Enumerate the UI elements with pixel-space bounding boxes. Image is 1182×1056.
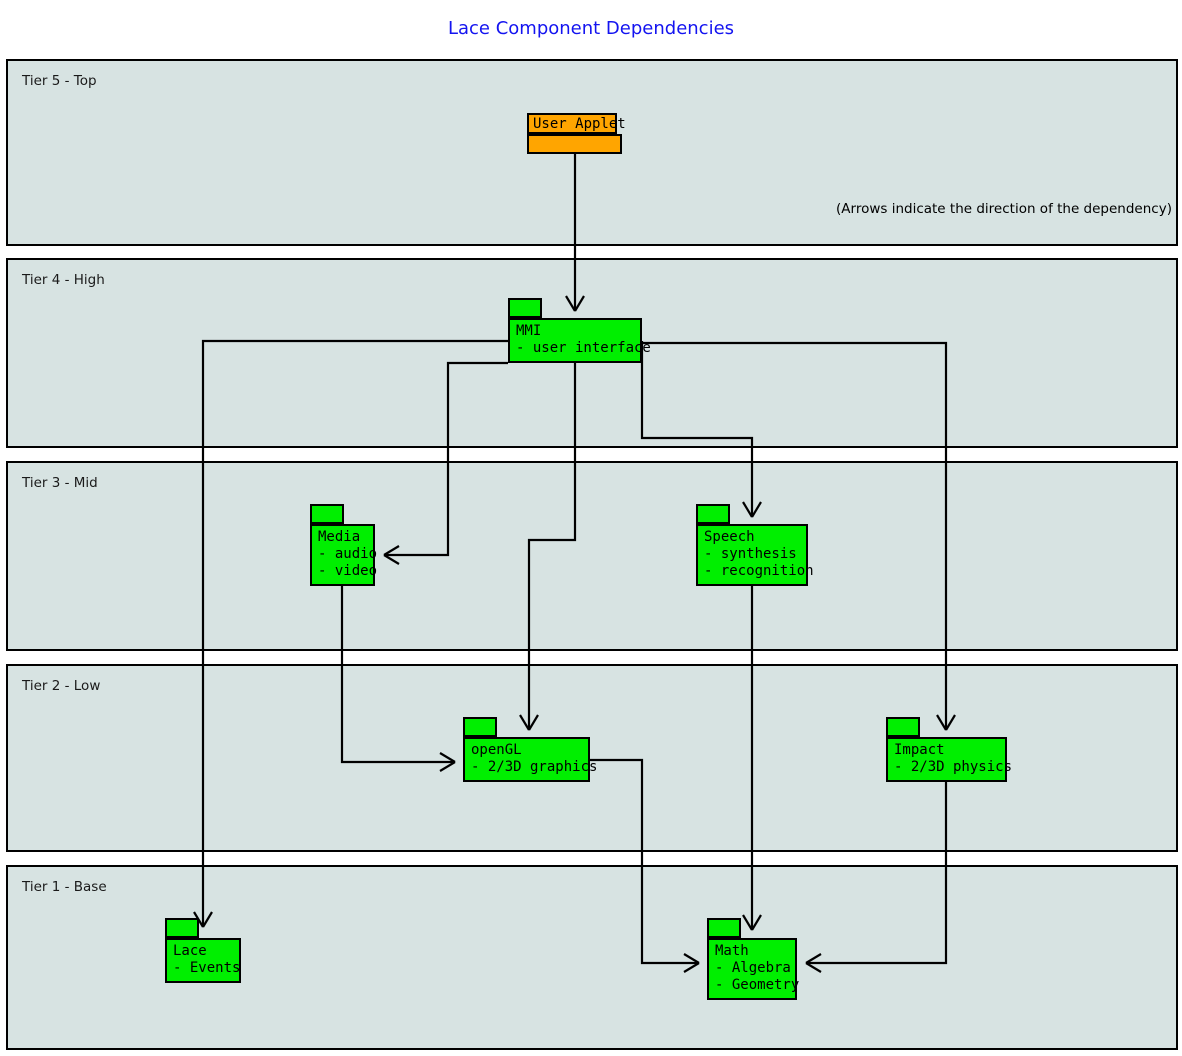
tier-label: Tier 3 - Mid — [22, 475, 98, 491]
component-name: Media — [318, 529, 361, 545]
package-tab-icon — [707, 918, 741, 938]
package-tab-icon — [310, 504, 344, 524]
component-name: Speech — [704, 529, 755, 545]
component-body: openGL- 2/3D graphics — [463, 737, 598, 782]
component-body: Speech- synthesis- recognition — [696, 524, 814, 586]
package-tab-icon — [165, 918, 199, 938]
component-name: openGL — [471, 742, 522, 758]
page-title: Lace Component Dependencies — [447, 18, 735, 39]
legend-note: (Arrows indicate the direction of the de… — [836, 201, 1172, 217]
component-detail: - 2/3D physics — [894, 759, 1013, 775]
component-body: Lace- Events — [165, 938, 241, 983]
component-body: Impact- 2/3D physics — [886, 737, 1013, 782]
component-detail: - 2/3D graphics — [471, 759, 598, 775]
tier-label: Tier 4 - High — [22, 272, 105, 288]
component-detail: - video — [318, 563, 378, 579]
component-body: MMI- user interface — [508, 318, 651, 363]
component-name: MMI — [516, 323, 542, 339]
package-tab-icon — [508, 298, 542, 318]
tier-label: Tier 2 - Low — [22, 678, 101, 694]
component-detail: - synthesis — [704, 546, 797, 562]
component-name: Impact — [894, 742, 945, 758]
package-tab-icon — [886, 717, 920, 737]
package-tab-icon: User Applet — [527, 113, 626, 134]
tier-label: Tier 5 - Top — [22, 73, 97, 89]
component-body: Media- audio- video — [310, 524, 378, 586]
package-tab-icon — [463, 717, 497, 737]
tier-tier4: Tier 4 - High — [6, 258, 1178, 448]
component-detail: - user interface — [516, 340, 651, 356]
component-name: User Applet — [533, 116, 626, 132]
component-detail: - Geometry — [715, 977, 800, 993]
component-detail: - Algebra — [715, 960, 791, 976]
component-detail: - Events — [173, 960, 241, 976]
component-detail: - audio — [318, 546, 378, 562]
tier-tier3: Tier 3 - Mid — [6, 461, 1178, 651]
component-detail: - recognition — [704, 563, 814, 579]
component-name: Math — [715, 943, 749, 959]
component-body: Math- Algebra- Geometry — [707, 938, 800, 1000]
package-tab-icon — [696, 504, 730, 524]
tier-label: Tier 1 - Base — [22, 879, 107, 895]
component-body — [527, 134, 622, 154]
component-name: Lace — [173, 943, 207, 959]
